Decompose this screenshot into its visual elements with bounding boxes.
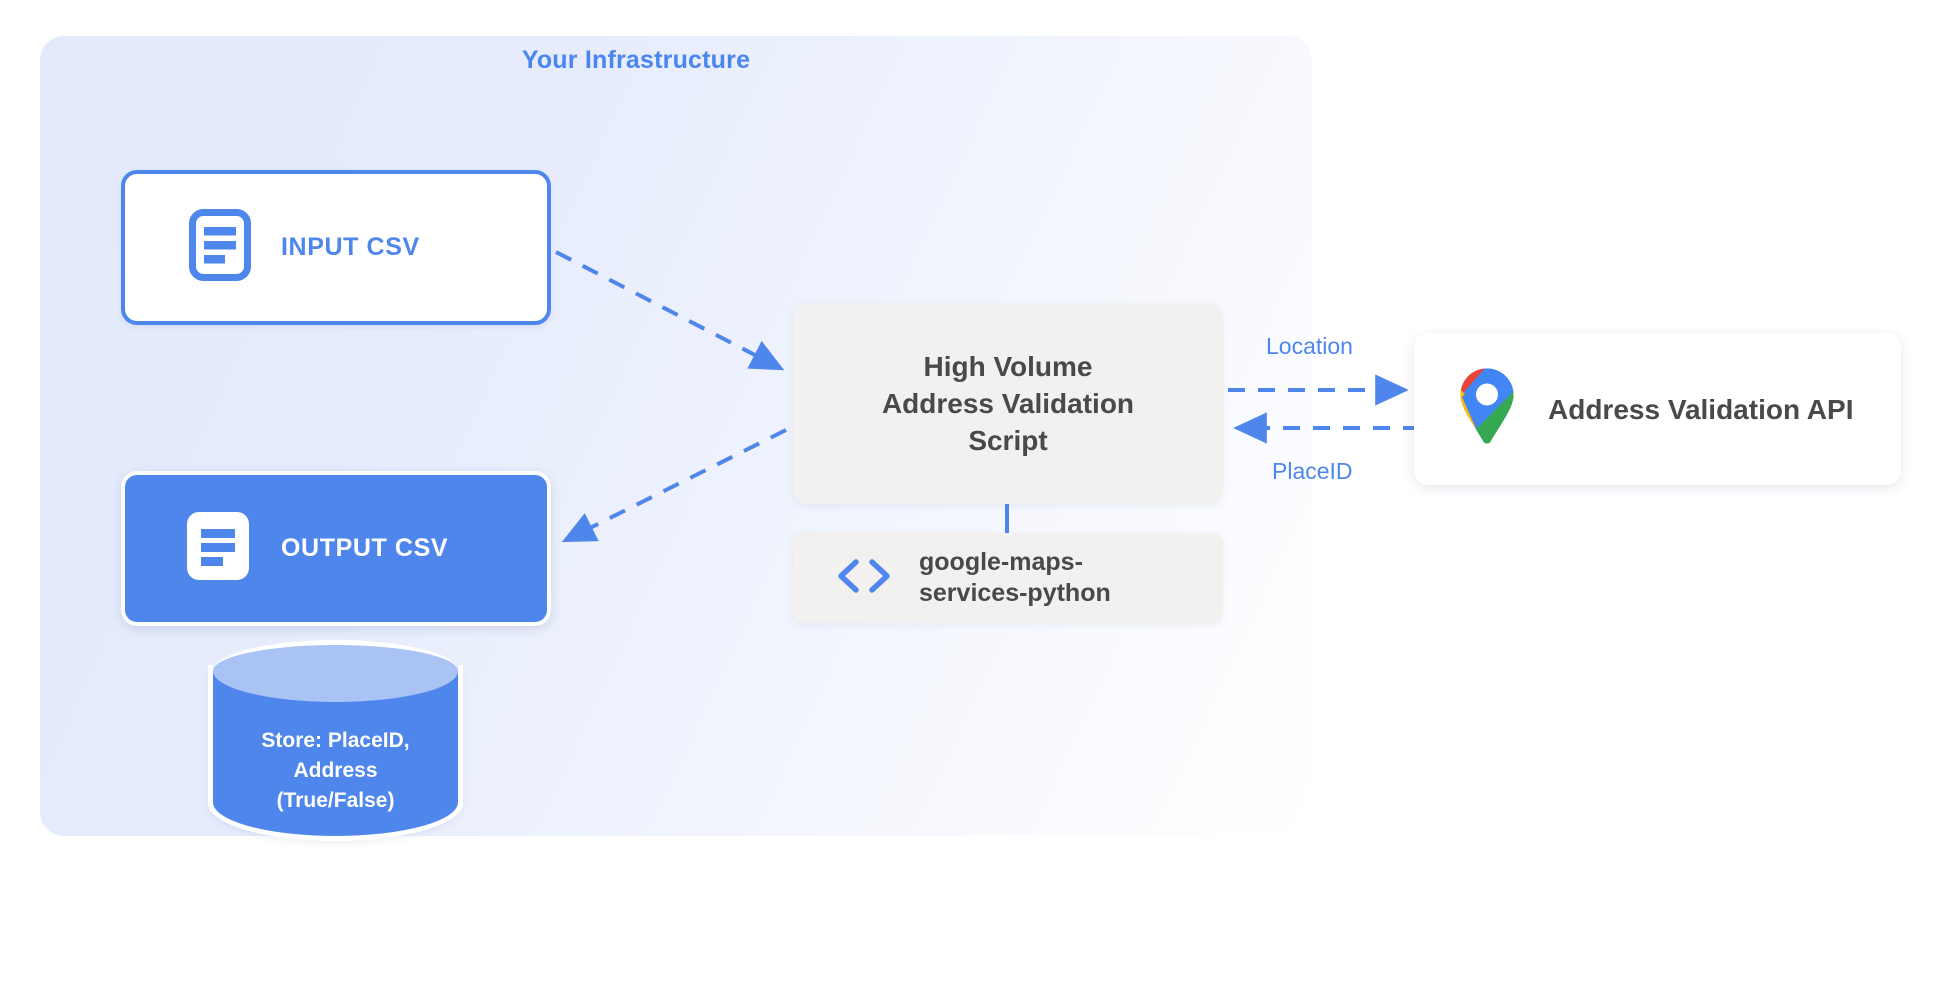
edge-label-location: Location [1266, 333, 1353, 359]
library-label-line1: google-maps- [919, 547, 1083, 576]
edge-label-placeid: PlaceID [1272, 458, 1353, 484]
infrastructure-title: Your Infrastructure [521, 46, 751, 74]
input-csv-node[interactable]: INPUT CSV [121, 170, 551, 325]
script-library-connector [1005, 504, 1009, 534]
database-node[interactable]: Store: PlaceID, Address (True/False) [208, 640, 463, 862]
google-maps-pin-icon [1456, 367, 1518, 452]
address-validation-api-node[interactable]: Address Validation API [1414, 333, 1901, 485]
script-label-line2: Address Validation [881, 387, 1135, 419]
output-csv-label: OUTPUT CSV [281, 533, 449, 562]
document-icon [189, 209, 251, 286]
input-csv-label: INPUT CSV [281, 232, 420, 261]
database-label-line1: Store: PlaceID, [261, 729, 410, 752]
script-label: High Volume Address Validation Script [858, 348, 1158, 460]
database-label-line2: Address [293, 758, 378, 782]
library-node[interactable]: google-maps- services-python [793, 533, 1223, 623]
output-csv-node[interactable]: OUTPUT CSV [121, 471, 551, 626]
database-top-ellipse [213, 640, 458, 702]
database-label-line3: (True/False) [276, 788, 395, 812]
script-label-line1: High Volume [923, 350, 1093, 382]
api-label: Address Validation API [1548, 393, 1854, 425]
document-icon [185, 510, 251, 587]
database-label: Store: PlaceID, Address (True/False) [213, 726, 458, 815]
script-label-line3: Script [968, 425, 1048, 457]
library-label: google-maps- services-python [919, 547, 1111, 610]
script-node[interactable]: High Volume Address Validation Script [793, 303, 1223, 504]
library-label-line2: services-python [919, 579, 1111, 607]
code-brackets-icon [835, 558, 893, 599]
